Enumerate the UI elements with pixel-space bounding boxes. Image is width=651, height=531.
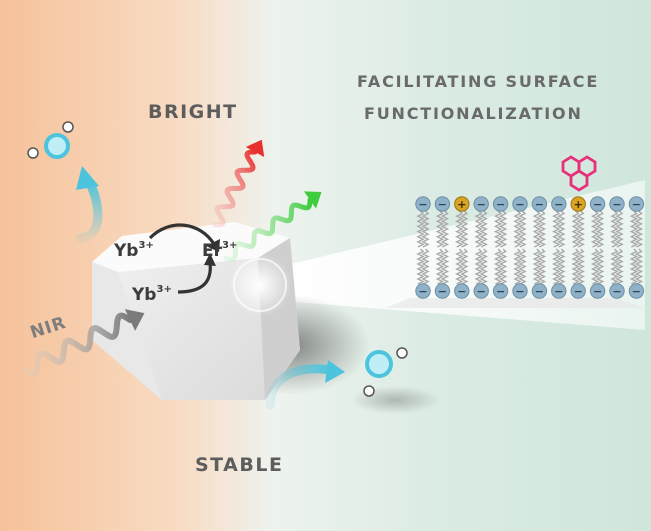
negative-headgroup-bottom-6: − xyxy=(531,283,548,299)
svg-text:−: − xyxy=(457,285,466,298)
cyan-arrowhead-bottom xyxy=(325,360,345,383)
svg-text:−: − xyxy=(632,285,641,298)
svg-text:−: − xyxy=(515,198,524,211)
negative-headgroup-bottom-3: − xyxy=(473,283,489,299)
svg-text:−: − xyxy=(535,198,544,211)
svg-text:−: − xyxy=(515,285,524,298)
yb-ion-top: Yb3+ xyxy=(114,240,154,261)
surface-heading-line1: FACILITATING SURFACE xyxy=(357,72,600,91)
negative-headgroup-top-9: − xyxy=(589,196,606,212)
energy-transfer-arrowhead-top xyxy=(206,239,220,252)
stable-label: STABLE xyxy=(195,454,284,476)
yb-ion-bottom: Yb3+ xyxy=(132,284,172,305)
emission-glow-ring xyxy=(233,258,287,312)
red-emission-arrowhead xyxy=(245,139,265,158)
positive-headgroup-top-2: + xyxy=(454,196,470,212)
svg-text:−: − xyxy=(612,285,621,298)
negative-headgroup-bottom-0: − xyxy=(415,283,431,299)
molecule-icon-top xyxy=(27,121,74,159)
negative-headgroup-bottom-9: − xyxy=(589,283,606,299)
light-beam xyxy=(265,180,645,330)
negative-headgroup-bottom-7: − xyxy=(551,283,567,299)
green-emission-arrowhead xyxy=(304,191,322,209)
negative-headgroup-top-6: − xyxy=(531,196,548,212)
surface-heading-line2: FUNCTIONALIZATION xyxy=(364,104,583,123)
negative-headgroup-top-1: − xyxy=(434,196,451,212)
negative-headgroup-bottom-2: − xyxy=(454,283,470,299)
svg-text:−: − xyxy=(477,198,486,211)
emission-glow xyxy=(228,253,292,317)
nir-excitation-arrowhead xyxy=(124,309,145,331)
lipid-bilayer: −−+−−−−−+−−− −−−−−−−−−−−− xyxy=(385,196,645,308)
negative-headgroup-top-5: − xyxy=(512,196,528,212)
svg-text:−: − xyxy=(574,285,583,298)
svg-text:−: − xyxy=(554,285,563,298)
svg-text:−: − xyxy=(418,285,427,298)
negative-headgroup-top-7: − xyxy=(551,196,567,212)
nir-excitation-wave xyxy=(21,312,133,378)
energy-transfer-arrow-bottom xyxy=(177,261,212,294)
negative-headgroup-bottom-10: − xyxy=(609,283,625,299)
negative-headgroup-bottom-4: − xyxy=(492,283,509,299)
svg-text:−: − xyxy=(496,198,505,211)
svg-text:−: − xyxy=(535,285,544,298)
svg-text:−: − xyxy=(632,198,641,211)
svg-text:−: − xyxy=(554,198,563,211)
negative-headgroup-top-3: − xyxy=(473,196,489,212)
svg-text:−: − xyxy=(612,198,621,211)
svg-text:−: − xyxy=(418,198,427,211)
negative-headgroup-top-11: − xyxy=(628,196,645,212)
energy-transfer-arrow-top xyxy=(148,223,216,245)
svg-text:+: + xyxy=(574,198,583,211)
bright-label: BRIGHT xyxy=(148,101,238,123)
green-emission-wave xyxy=(223,197,313,262)
energy-transfer-arrowhead-bottom xyxy=(204,253,216,266)
svg-text:−: − xyxy=(477,285,486,298)
negative-headgroup-bottom-11: − xyxy=(628,283,645,299)
svg-text:−: − xyxy=(496,285,505,298)
negative-headgroup-bottom-5: − xyxy=(512,283,528,299)
svg-text:−: − xyxy=(593,198,602,211)
aromatic-molecule-icon xyxy=(561,155,597,192)
negative-headgroup-top-10: − xyxy=(609,196,625,212)
negative-headgroup-top-0: − xyxy=(415,196,431,212)
negative-headgroup-bottom-8: − xyxy=(570,283,586,299)
negative-headgroup-top-4: − xyxy=(492,196,509,212)
negative-headgroup-bottom-1: − xyxy=(434,283,451,299)
positive-headgroup-top-8: + xyxy=(570,196,586,212)
molecule-icon-bottom xyxy=(363,347,408,397)
svg-text:−: − xyxy=(593,285,602,298)
red-emission-wave xyxy=(212,149,258,228)
svg-text:−: − xyxy=(438,285,447,298)
svg-text:−: − xyxy=(438,198,447,211)
cyan-arrowhead-top xyxy=(76,166,99,190)
er-ion: Er3+ xyxy=(202,240,238,261)
svg-text:+: + xyxy=(457,198,466,211)
cyan-arrow-bottom xyxy=(265,364,335,410)
